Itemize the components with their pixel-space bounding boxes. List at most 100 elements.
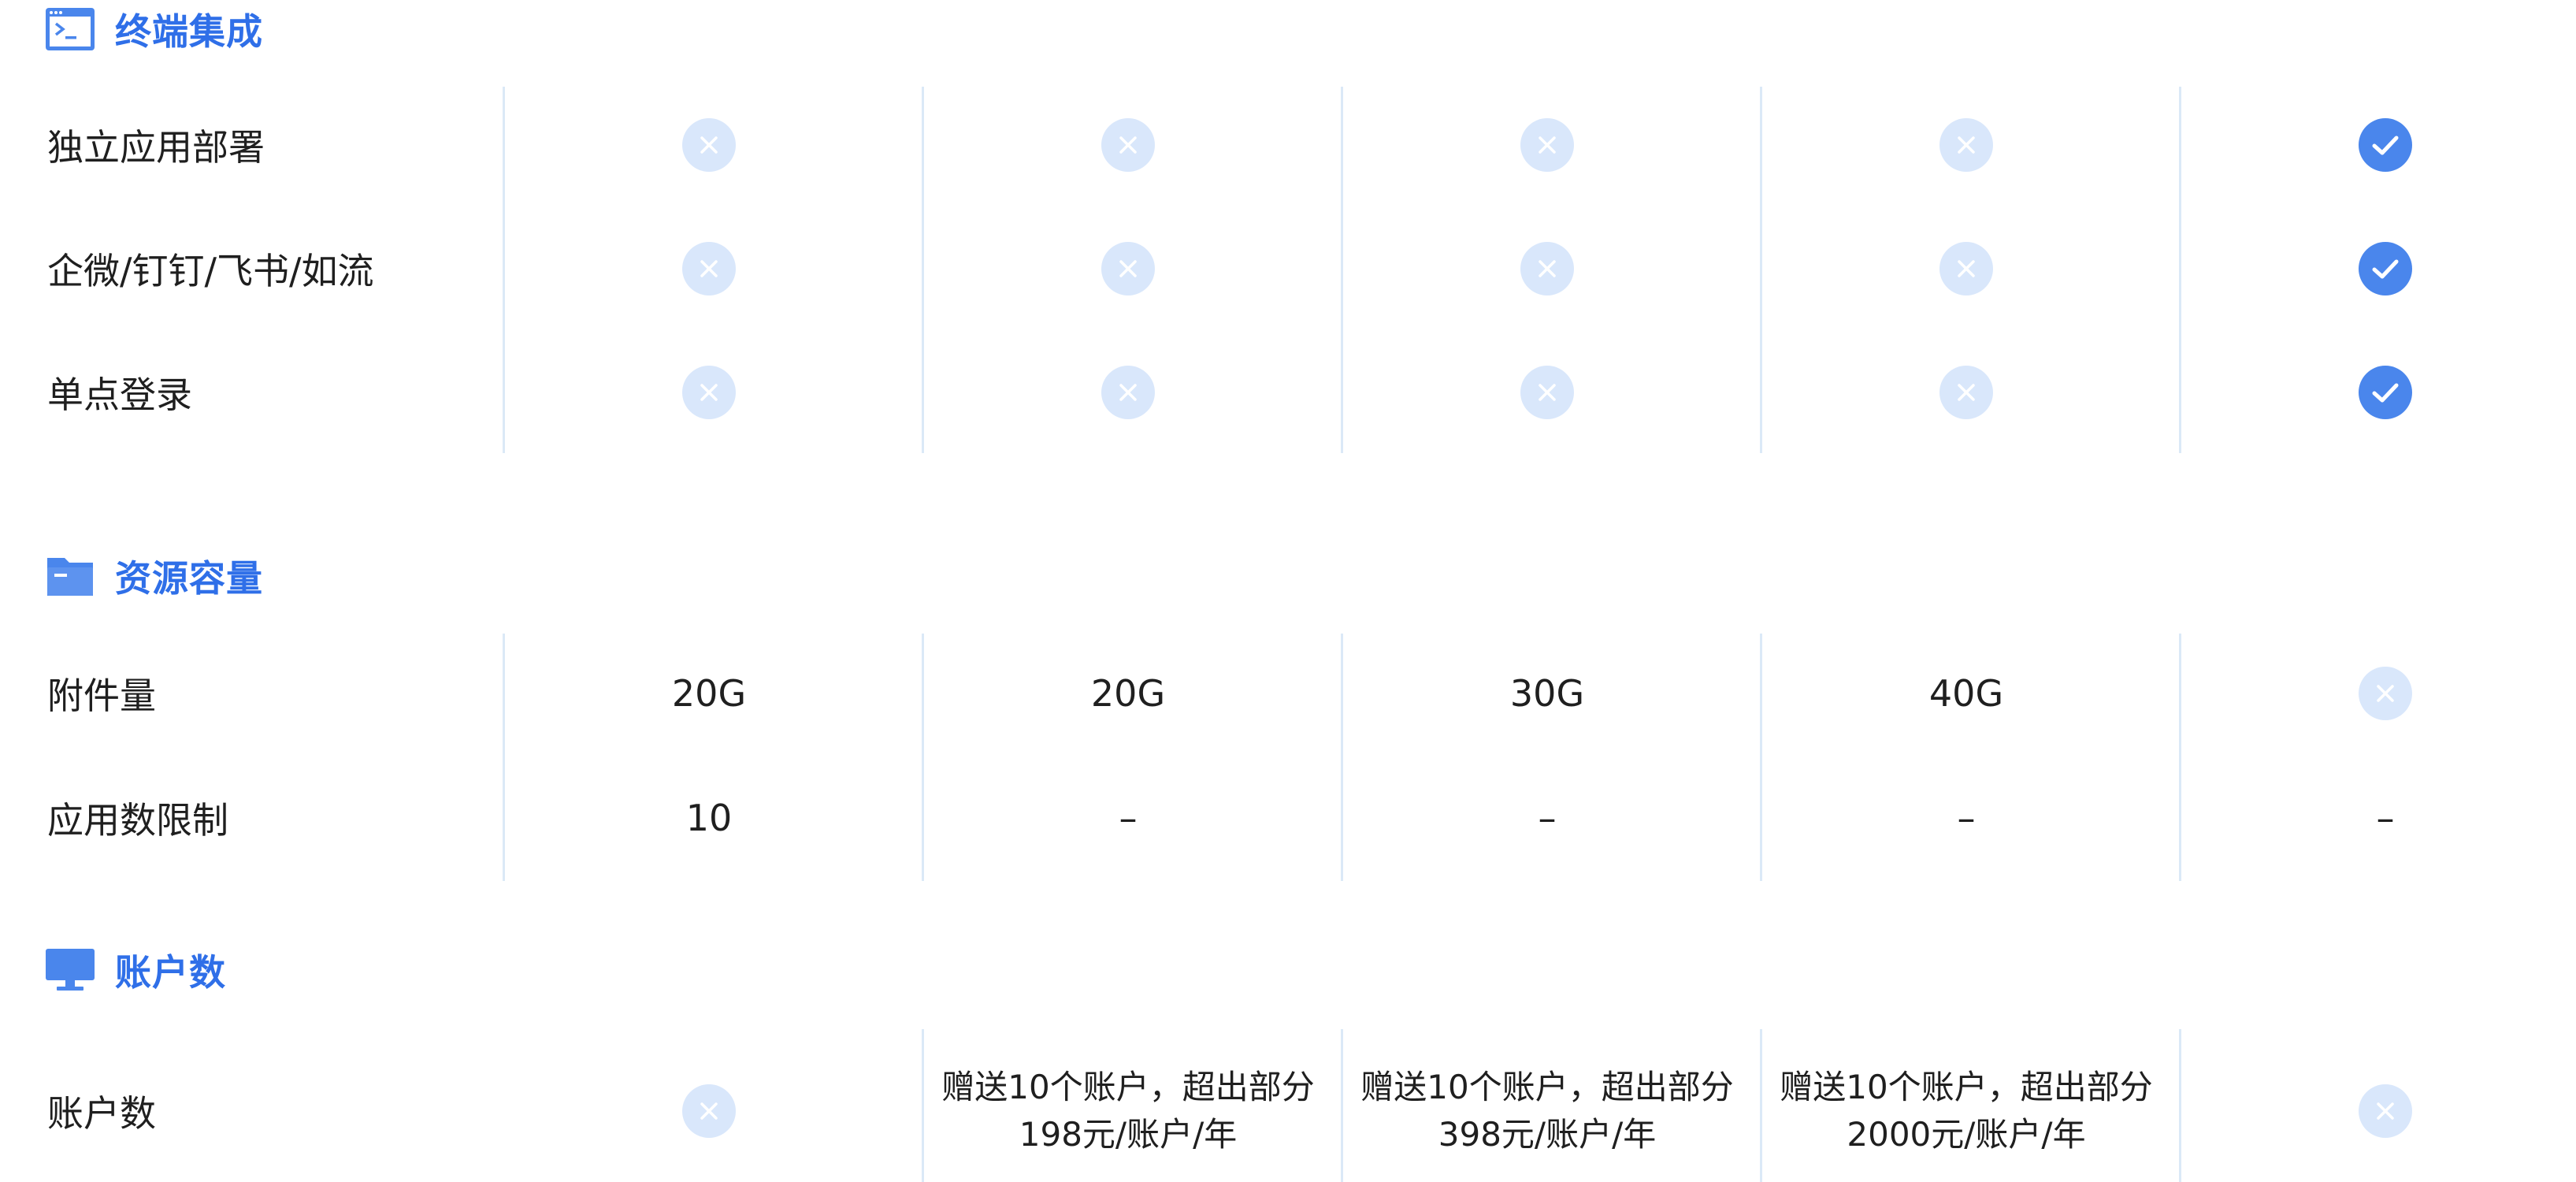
- cell-value-line: 198元/账户/年: [1019, 1115, 1238, 1154]
- column-divider: [1341, 87, 1343, 453]
- column-divider: [1760, 87, 1762, 453]
- section-title: 账户数: [115, 951, 226, 994]
- cell-value: 赠送10个账户，超出部分 2000元/账户/年: [1780, 1064, 2152, 1158]
- cell-value: –: [1538, 797, 1557, 839]
- column-divider: [1760, 1029, 1762, 1182]
- table-row: 应用数限制 10 – – – –: [0, 790, 2576, 846]
- plan-cell: [2176, 665, 2576, 722]
- column-divider: [503, 634, 505, 881]
- row-label-single-sign-on: 单点登录: [47, 374, 192, 416]
- cell-value: –: [2376, 797, 2395, 839]
- section-header-accounts: 账户数: [46, 942, 226, 998]
- plan-cell: 赠送10个账户，超出部分 2000元/账户/年: [1757, 1068, 2176, 1154]
- cross-icon: [682, 366, 736, 419]
- plan-cell: [1338, 117, 1757, 173]
- cell-value: 20G: [1090, 672, 1166, 715]
- column-divider: [922, 634, 924, 881]
- folder-icon: [47, 558, 93, 596]
- table-row: 单点登录: [0, 364, 2576, 421]
- plan-cell: [919, 364, 1338, 421]
- plan-cell: [499, 1083, 919, 1139]
- cross-icon: [682, 118, 736, 172]
- plan-cell: [2176, 240, 2576, 297]
- cell-value: 赠送10个账户，超出部分 198元/账户/年: [941, 1064, 1314, 1158]
- row-label-attachment-capacity: 附件量: [47, 675, 156, 717]
- column-divider: [503, 87, 505, 453]
- cross-icon: [1520, 118, 1574, 172]
- plan-cell: 20G: [499, 665, 919, 722]
- plan-cell: [1757, 364, 2176, 421]
- plan-cell: 10: [499, 790, 919, 846]
- cross-icon: [682, 242, 736, 296]
- table-row: 企微/钉钉/飞书/如流: [0, 240, 2576, 297]
- row-label-standalone-deploy: 独立应用部署: [47, 126, 265, 169]
- column-divider: [2179, 1029, 2181, 1182]
- cell-value: –: [1119, 797, 1138, 839]
- column-divider: [922, 1029, 924, 1182]
- cross-icon: [1939, 242, 1993, 296]
- plan-cell: –: [2176, 790, 2576, 846]
- plan-cell: [1338, 364, 1757, 421]
- cell-value: 20G: [671, 672, 747, 715]
- row-label-account-count: 账户数: [47, 1092, 156, 1135]
- plan-cell: [1338, 240, 1757, 297]
- column-divider: [922, 87, 924, 453]
- monitor-icon: [46, 949, 95, 991]
- column-divider: [1760, 634, 1762, 881]
- section-header-resource-capacity: 资源容量: [46, 548, 263, 604]
- plan-cell: [499, 240, 919, 297]
- table-row: 独立应用部署: [0, 117, 2576, 173]
- column-divider: [2179, 87, 2181, 453]
- cell-value: 赠送10个账户，超出部分 398元/账户/年: [1360, 1064, 1733, 1158]
- cross-icon: [682, 1084, 736, 1138]
- plan-cell: –: [919, 790, 1338, 846]
- cross-icon: [1101, 118, 1155, 172]
- plan-cell: [499, 117, 919, 173]
- cross-icon: [1101, 366, 1155, 419]
- plan-cell: –: [1338, 790, 1757, 846]
- cross-icon: [1520, 242, 1574, 296]
- section-title: 终端集成: [115, 10, 263, 53]
- plan-cell: [919, 117, 1338, 173]
- plan-cell: [2176, 1083, 2576, 1139]
- cell-value-line: 赠送10个账户，超出部分: [1780, 1068, 2153, 1106]
- cross-icon: [1939, 118, 1993, 172]
- check-icon: [2359, 366, 2412, 419]
- table-row: 附件量 20G 20G 30G 40G: [0, 665, 2576, 722]
- section-header-terminal-integration: 终端集成: [46, 2, 263, 57]
- plan-cell: –: [1757, 790, 2176, 846]
- check-icon: [2359, 118, 2412, 172]
- column-divider: [1341, 634, 1343, 881]
- plan-cell: 30G: [1338, 665, 1757, 722]
- cell-value: 40G: [1928, 672, 2004, 715]
- row-label-im-integration: 企微/钉钉/飞书/如流: [47, 250, 374, 292]
- section-title: 资源容量: [115, 557, 263, 600]
- cell-value: 10: [685, 797, 733, 839]
- cell-value-line: 赠送10个账户，超出部分: [1360, 1068, 1734, 1106]
- cross-icon: [1101, 242, 1155, 296]
- plan-cell: [499, 364, 919, 421]
- table-row: 账户数 赠送10个账户，超出部分 198元/账户/年 赠送10个账户，超出部分 398元…: [0, 1068, 2576, 1154]
- column-divider: [2179, 634, 2181, 881]
- plan-cell: 20G: [919, 665, 1338, 722]
- plan-cell: [1757, 240, 2176, 297]
- check-icon: [2359, 242, 2412, 296]
- cell-value-line: 398元/账户/年: [1438, 1115, 1657, 1154]
- cross-icon: [2359, 1084, 2412, 1138]
- cell-value: 30G: [1509, 672, 1585, 715]
- plan-cell: [919, 240, 1338, 297]
- plan-cell: 赠送10个账户，超出部分 398元/账户/年: [1338, 1068, 1757, 1154]
- plan-cell: [1757, 117, 2176, 173]
- row-label-app-count-limit: 应用数限制: [47, 799, 228, 842]
- terminal-window-icon: [46, 8, 95, 50]
- cross-icon: [1520, 366, 1574, 419]
- cross-icon: [2359, 667, 2412, 720]
- plan-cell: [2176, 364, 2576, 421]
- plan-cell: 40G: [1757, 665, 2176, 722]
- cross-icon: [1939, 366, 1993, 419]
- cell-value-line: 赠送10个账户，超出部分: [941, 1068, 1315, 1106]
- cell-value: –: [1957, 797, 1976, 839]
- column-divider: [1341, 1029, 1343, 1182]
- cell-value-line: 2000元/账户/年: [1847, 1115, 2086, 1154]
- plan-cell: 赠送10个账户，超出部分 198元/账户/年: [919, 1068, 1338, 1154]
